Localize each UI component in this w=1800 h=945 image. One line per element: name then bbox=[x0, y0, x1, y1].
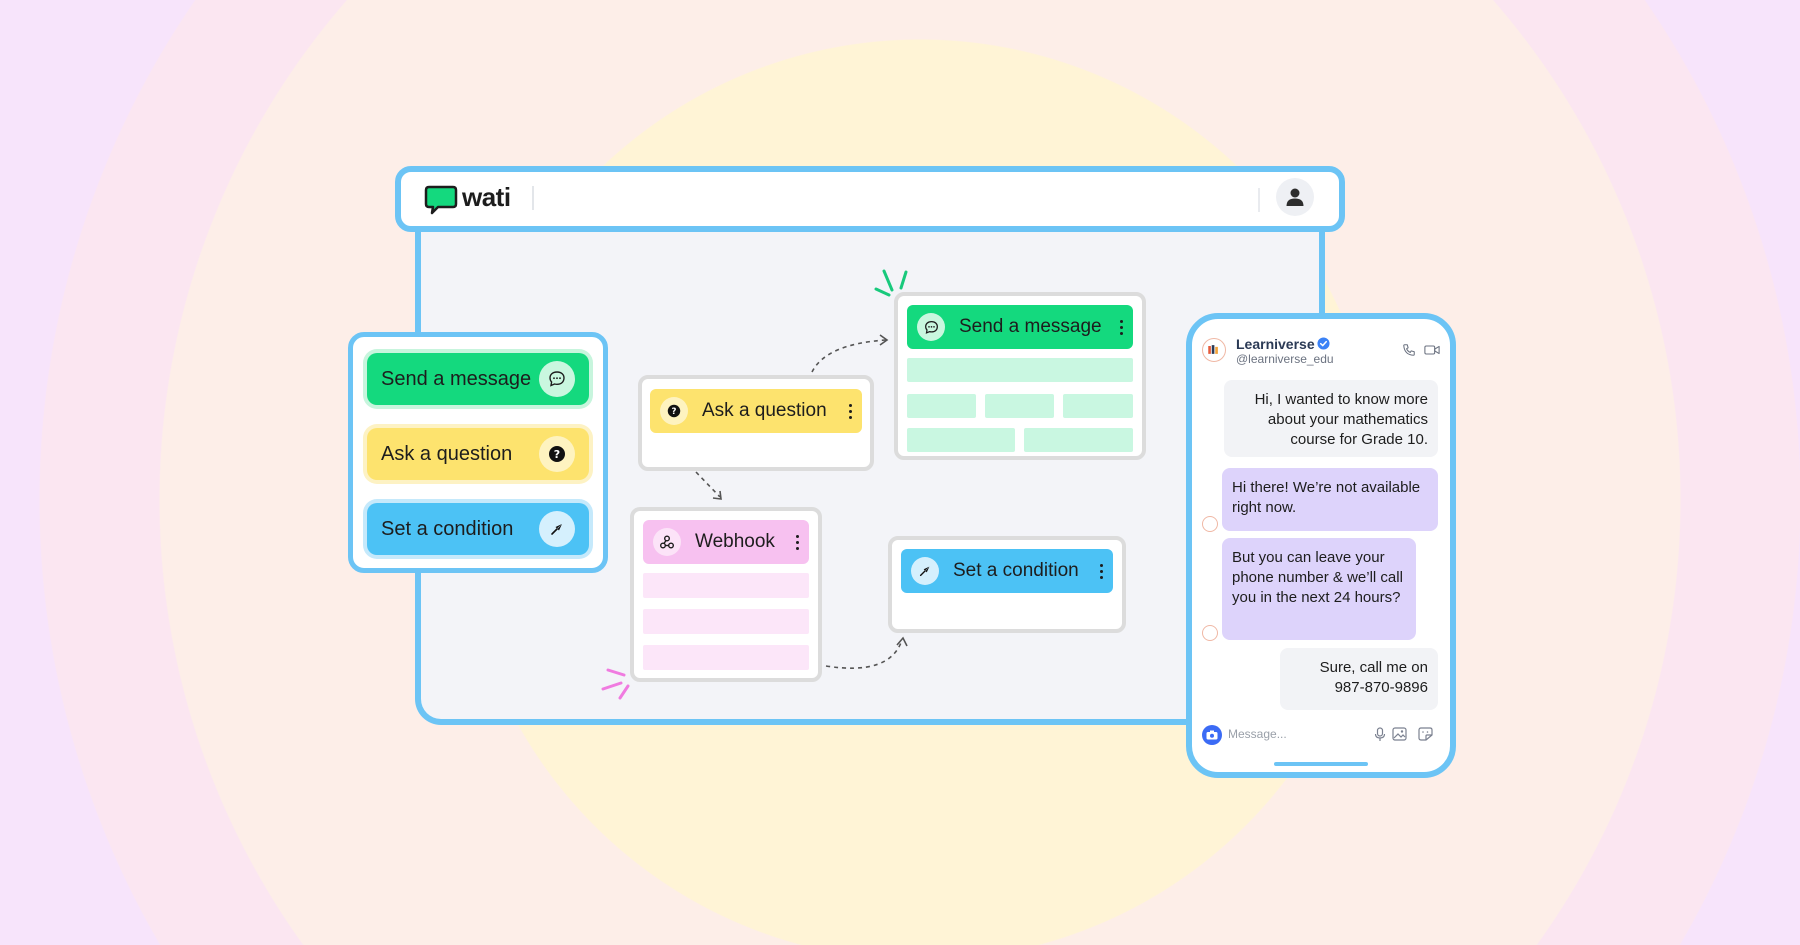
content-placeholder bbox=[985, 394, 1054, 418]
top-bar bbox=[395, 166, 1345, 232]
svg-text:?: ? bbox=[554, 448, 560, 461]
node-header: Send a message bbox=[907, 305, 1133, 349]
chat-bubble-icon bbox=[917, 313, 945, 341]
message-incoming: Sure, call me on 987-870-9896 bbox=[1280, 648, 1438, 710]
content-placeholder bbox=[643, 609, 809, 634]
video-call-icon[interactable] bbox=[1424, 344, 1440, 356]
phone-call-icon[interactable] bbox=[1402, 343, 1416, 357]
chat-bubble-icon bbox=[539, 361, 575, 397]
flow-node-webhook[interactable]: Webhook bbox=[630, 507, 822, 682]
palette-item-label: Ask a question bbox=[381, 442, 513, 465]
microphone-icon[interactable] bbox=[1374, 727, 1386, 742]
content-placeholder bbox=[643, 573, 809, 598]
contact-avatar bbox=[1202, 338, 1226, 362]
home-indicator bbox=[1274, 762, 1368, 766]
node-header: ? Ask a question bbox=[650, 389, 862, 433]
content-placeholder bbox=[1024, 428, 1133, 452]
content-placeholder bbox=[907, 394, 976, 418]
content-placeholder bbox=[907, 358, 1133, 382]
message-incoming: Hi, I wanted to know more about your mat… bbox=[1224, 380, 1438, 457]
message-outgoing: Hi there! We’re not available right now. bbox=[1222, 468, 1438, 531]
more-options-icon[interactable] bbox=[1099, 563, 1103, 579]
verified-badge-icon bbox=[1317, 337, 1330, 350]
node-label: Set a condition bbox=[953, 560, 1079, 581]
palette-item-label: Set a condition bbox=[381, 517, 514, 540]
more-options-icon[interactable] bbox=[848, 403, 852, 419]
divider bbox=[1258, 188, 1260, 212]
divider bbox=[532, 186, 534, 210]
content-placeholder bbox=[1063, 394, 1133, 418]
node-label: Ask a question bbox=[702, 400, 827, 421]
flow-node-set-condition[interactable]: Set a condition bbox=[888, 536, 1126, 633]
more-options-icon[interactable] bbox=[1119, 319, 1123, 335]
palette-send-message[interactable]: Send a message bbox=[367, 353, 589, 405]
compass-arrow-icon bbox=[539, 511, 575, 547]
compass-arrow-icon bbox=[911, 557, 939, 585]
node-label: Webhook bbox=[695, 531, 775, 552]
flow-node-ask-question[interactable]: ? Ask a question bbox=[638, 375, 874, 471]
image-icon[interactable] bbox=[1392, 727, 1407, 741]
flow-node-send-message[interactable]: Send a message bbox=[894, 292, 1146, 460]
node-label: Send a message bbox=[959, 316, 1102, 337]
message-input-placeholder: Message... bbox=[1228, 727, 1287, 741]
node-header: Webhook bbox=[643, 520, 809, 564]
user-icon bbox=[1286, 188, 1304, 206]
contact-avatar-small bbox=[1202, 625, 1218, 641]
svg-text:?: ? bbox=[672, 407, 677, 417]
node-header: Set a condition bbox=[901, 549, 1113, 593]
user-profile-button[interactable] bbox=[1276, 178, 1314, 216]
question-circle-icon: ? bbox=[660, 397, 688, 425]
question-circle-icon: ? bbox=[539, 436, 575, 472]
contact-handle: @learniverse_edu bbox=[1236, 352, 1334, 366]
wati-logo-icon bbox=[424, 185, 458, 215]
camera-icon[interactable] bbox=[1202, 725, 1222, 745]
palette-ask-question[interactable]: Ask a question ? bbox=[367, 428, 589, 480]
contact-name: Learniverse bbox=[1236, 336, 1315, 352]
palette-set-condition[interactable]: Set a condition bbox=[367, 503, 589, 555]
content-placeholder bbox=[907, 428, 1015, 452]
sticker-icon[interactable] bbox=[1418, 727, 1433, 741]
palette-item-label: Send a message bbox=[381, 367, 532, 390]
more-options-icon[interactable] bbox=[795, 534, 799, 550]
node-palette: Send a message Ask a question ? Set a co… bbox=[348, 332, 608, 573]
content-placeholder bbox=[643, 645, 809, 670]
logo-text: wati bbox=[462, 182, 511, 212]
message-outgoing: But you can leave your phone number & we… bbox=[1222, 538, 1416, 640]
webhook-icon bbox=[653, 528, 681, 556]
contact-avatar-small bbox=[1202, 516, 1218, 532]
